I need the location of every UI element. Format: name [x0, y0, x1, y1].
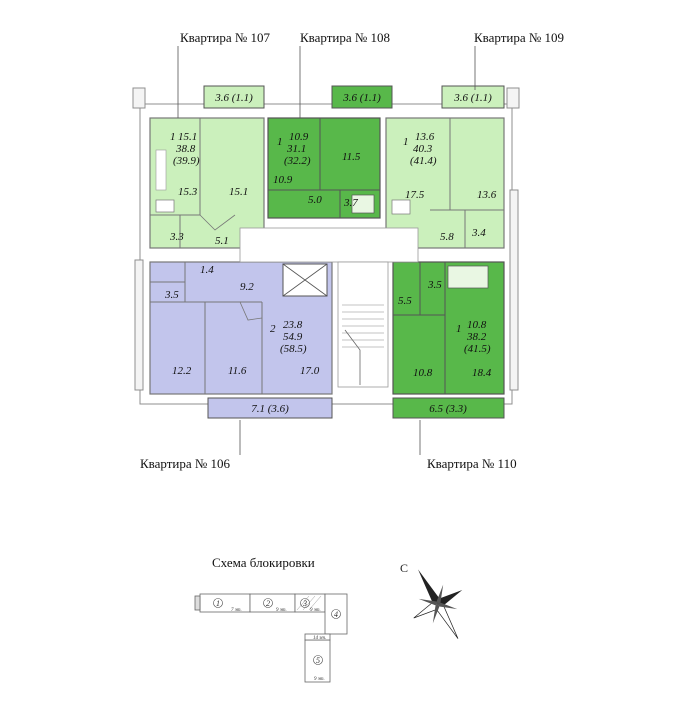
total-area-108: 31.1 — [286, 143, 306, 155]
living-area-107: 15.1 — [178, 131, 197, 143]
room-area: 13.6 — [477, 189, 497, 201]
living-area-109: 13.6 — [415, 131, 435, 143]
common-area — [239, 227, 419, 388]
leader-lines — [177, 46, 476, 455]
room-areas-109: 1 13.6 40.3 (41.4) 17.5 13.6 5.8 3.4 3.6… — [403, 92, 497, 243]
total-area-106: 54.9 — [283, 331, 303, 343]
room-area: 1.4 — [200, 264, 214, 276]
balcony-area-107: 3.6 (1.1) — [214, 92, 253, 104]
room-areas-110: 5.5 3.5 1 10.8 38.2 (41.5) 10.8 18.4 6.5… — [398, 279, 492, 415]
room-area: 3.5 — [427, 279, 442, 291]
total-with-balcony-110: (41.5) — [464, 343, 491, 355]
schema-section-labels: 1 2 3 4 5 7 эт. 9 эт. 9 эт. 14 эт. 9 эт. — [213, 598, 341, 682]
room-area: 11.5 — [342, 151, 361, 163]
schema-section-2: 2 — [266, 599, 270, 608]
room-area: 10.8 — [413, 367, 433, 379]
schema-floor-note: 9 эт. — [276, 608, 287, 613]
balcony-area-108: 3.6 (1.1) — [342, 92, 381, 104]
room-area: 5.1 — [215, 235, 229, 247]
total-with-balcony-108: (32.2) — [284, 155, 311, 167]
schema-floor-note: 14 эт. — [313, 636, 326, 641]
room-areas-107: 1 15.1 38.8 (39.9) 15.3 15.1 3.3 5.1 3.6… — [169, 92, 253, 247]
total-with-balcony-107: (39.9) — [173, 155, 200, 167]
schema-floor-note: 9 эт. — [310, 608, 321, 613]
schema-floor-note: 9 эт. — [314, 677, 325, 682]
room-areas-108: 1 10.9 31.1 (32.2) 11.5 10.9 5.0 3.7 3.6… — [273, 92, 381, 209]
room-area: 12.2 — [172, 365, 192, 377]
living-area-106: 23.8 — [283, 319, 303, 331]
living-area-110: 10.8 — [467, 319, 487, 331]
rooms-count-110: 1 — [456, 323, 462, 335]
total-area-109: 40.3 — [413, 143, 433, 155]
room-area: 15.3 — [178, 186, 198, 198]
room-area: 3.3 — [169, 231, 184, 243]
room-area: 17.0 — [300, 365, 320, 377]
apartment-109 — [385, 117, 505, 249]
balconies-top — [203, 85, 505, 109]
apartment-110 — [392, 261, 505, 419]
compass-north-label: С — [400, 561, 408, 575]
rooms-count-109: 1 — [403, 136, 409, 148]
rooms-count-106: 2 — [270, 323, 276, 335]
compass-rose-icon — [413, 569, 463, 639]
schema-section-5: 5 — [316, 656, 320, 665]
rooms-count-107: 1 — [170, 131, 176, 143]
room-area: 10.9 — [273, 174, 293, 186]
balcony-area-110: 6.5 (3.3) — [429, 403, 467, 415]
schema-section-3: 3 — [302, 599, 307, 608]
living-area-108: 10.9 — [289, 131, 309, 143]
label-apartment-106: Квартира № 106 — [140, 456, 231, 471]
total-area-107: 38.8 — [175, 143, 196, 155]
schema-section-1: 1 — [216, 599, 220, 608]
room-area: 5.0 — [308, 194, 322, 206]
label-apartment-108: Квартира № 108 — [300, 30, 391, 45]
total-area-110: 38.2 — [466, 331, 487, 343]
room-area: 17.5 — [405, 189, 425, 201]
schema-title: Схема блокировки — [212, 555, 315, 570]
label-apartment-107: Квартира № 107 — [180, 30, 271, 45]
apartment-107 — [149, 117, 265, 249]
room-area: 3.7 — [343, 197, 358, 209]
room-areas-106: 1.4 3.5 9.2 2 23.8 54.9 (58.5) 12.2 11.6… — [164, 264, 320, 415]
room-area: 9.2 — [240, 281, 254, 293]
room-area: 5.8 — [440, 231, 454, 243]
balcony-area-106: 7.1 (3.6) — [251, 403, 289, 415]
label-apartment-109: Квартира № 109 — [474, 30, 565, 45]
room-area: 3.4 — [471, 227, 486, 239]
total-with-balcony-106: (58.5) — [280, 343, 307, 355]
room-area: 3.5 — [164, 289, 179, 301]
room-area: 5.5 — [398, 295, 412, 307]
room-area: 15.1 — [229, 186, 248, 198]
room-area: 11.6 — [228, 365, 247, 377]
balcony-area-109: 3.6 (1.1) — [453, 92, 492, 104]
schema-floor-note: 7 эт. — [231, 608, 242, 613]
schema-section-4: 4 — [334, 610, 338, 619]
room-area: 18.4 — [472, 367, 492, 379]
total-with-balcony-109: (41.4) — [410, 155, 437, 167]
rooms-count-108: 1 — [277, 136, 283, 148]
label-apartment-110: Квартира № 110 — [427, 456, 517, 471]
apartment-108 — [267, 117, 381, 219]
